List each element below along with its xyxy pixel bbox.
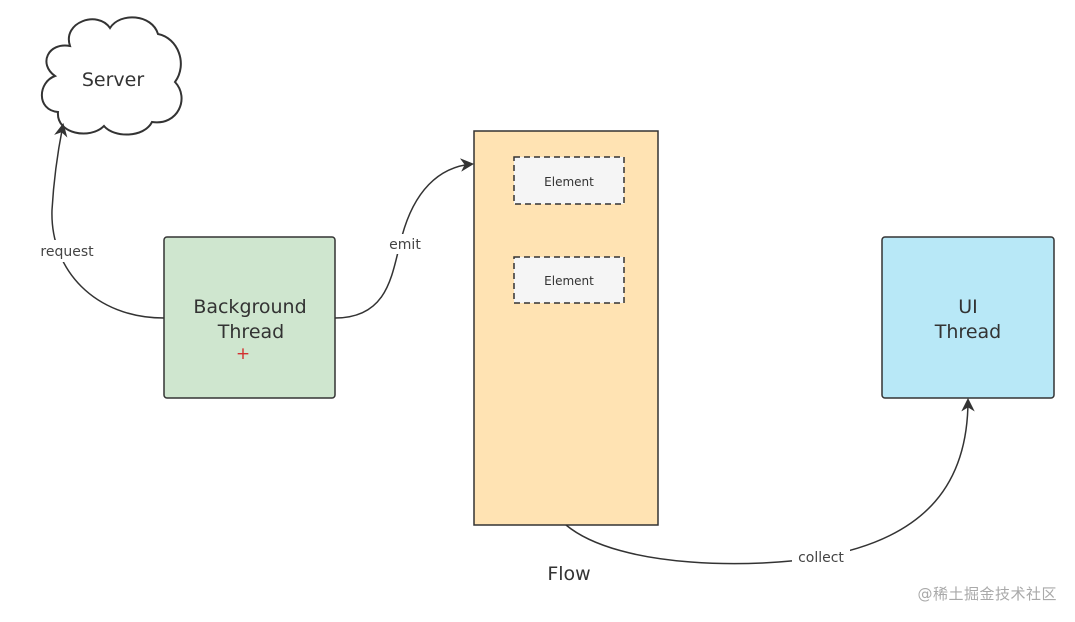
ui-thread-node: UI Thread	[881, 236, 1055, 399]
ui-thread-label-line2: Thread	[934, 321, 1001, 343]
background-thread-label-line1: Background	[193, 296, 306, 318]
emit-label-bg	[384, 234, 426, 254]
flow-element-label: Element	[544, 175, 594, 189]
collect-label-bg	[792, 546, 850, 568]
watermark: @稀土掘金技术社区	[917, 585, 1057, 603]
background-thread-node: Background Thread +	[163, 236, 336, 399]
collect-edge: collect	[565, 397, 975, 568]
flow-label: Flow	[547, 563, 590, 585]
emit-edge: emit	[334, 158, 475, 319]
collect-label: collect	[798, 550, 844, 566]
cursor-plus-icon: +	[236, 344, 250, 364]
server-node: Server	[41, 16, 183, 136]
background-thread-label-line2: Thread	[217, 321, 284, 343]
request-label-bg	[36, 240, 98, 262]
server-label: Server	[82, 69, 144, 91]
request-arrow	[51, 123, 165, 319]
request-label: request	[40, 244, 94, 260]
flow-element-box	[513, 256, 625, 304]
cloud-icon	[41, 16, 183, 136]
request-edge: request	[36, 123, 165, 319]
emit-label: emit	[389, 237, 421, 253]
flow-node: Element Element Flow	[473, 130, 659, 585]
flow-element-label: Element	[544, 274, 594, 288]
ui-thread-label-line1: UI	[958, 296, 978, 318]
flow-element-box	[513, 156, 625, 205]
